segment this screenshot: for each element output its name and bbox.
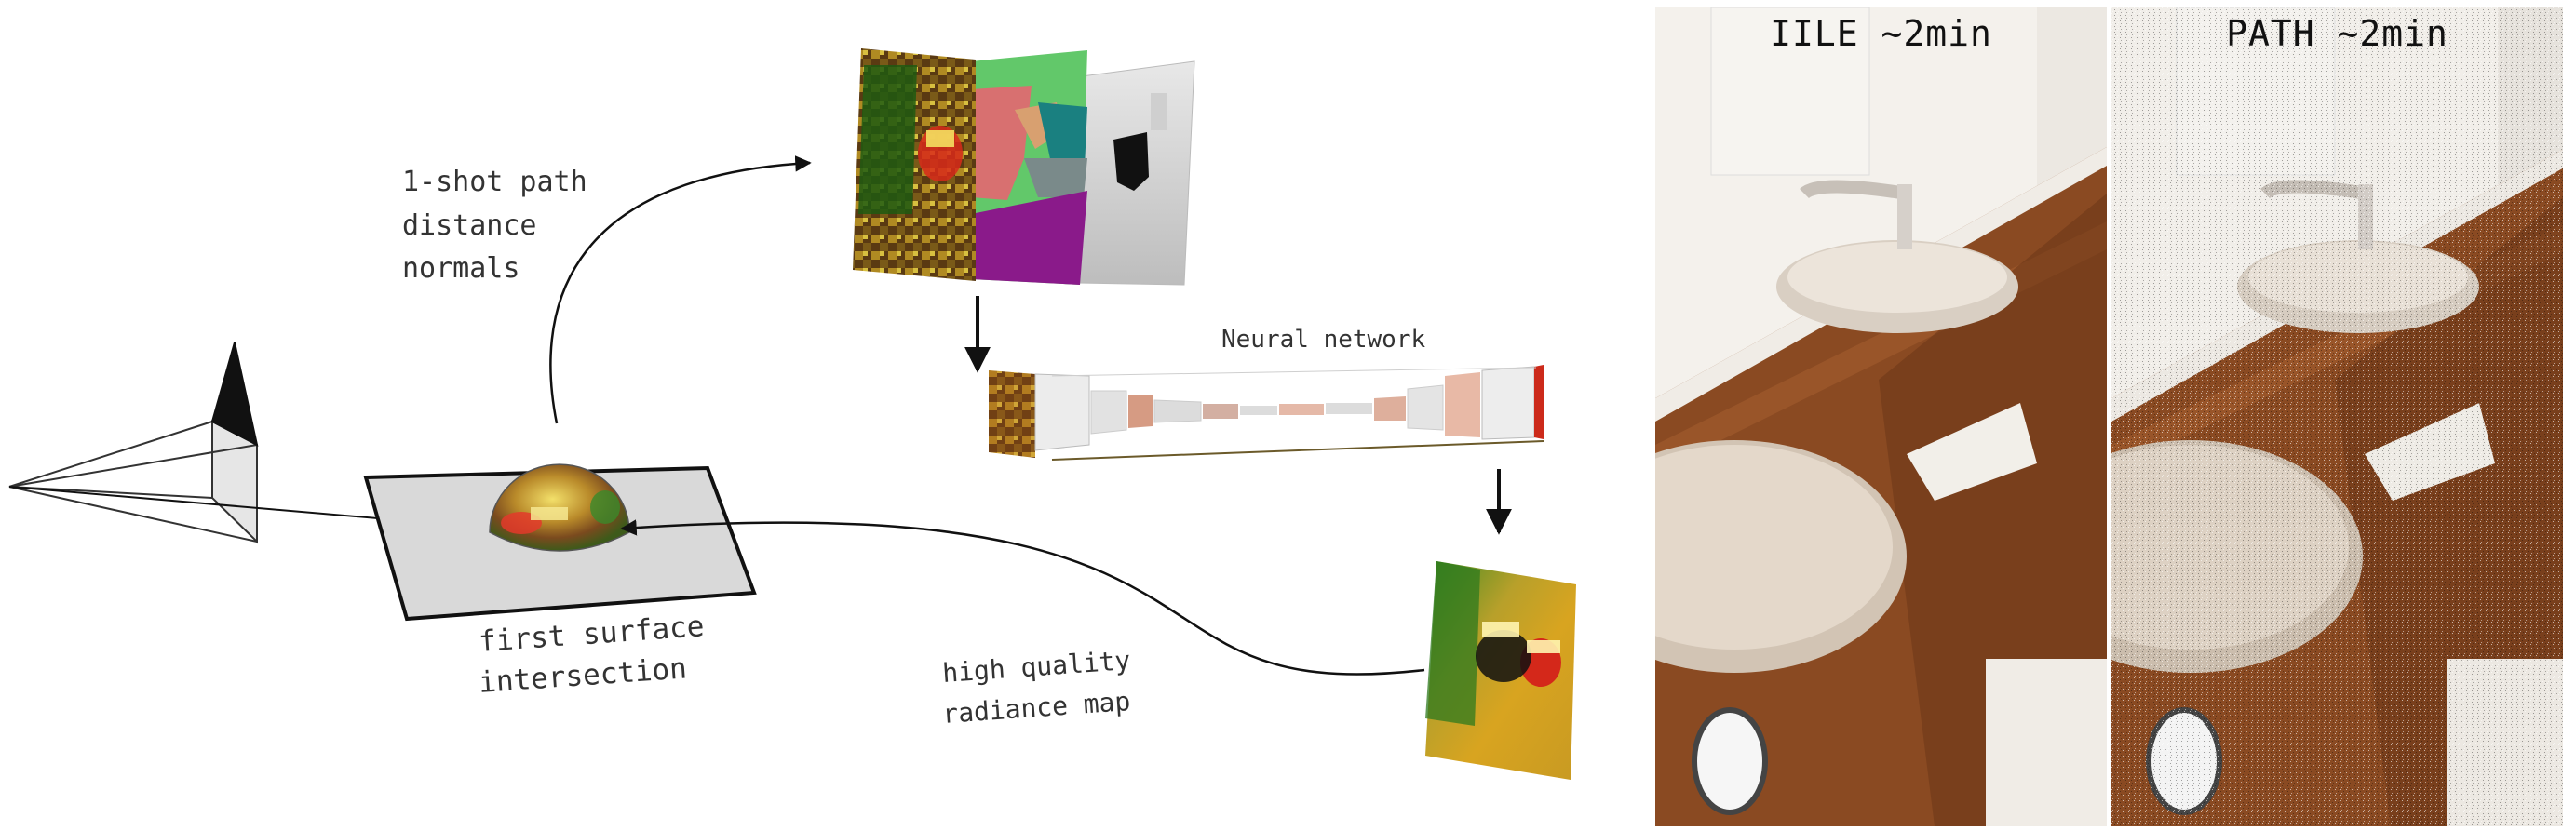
network-label: Neural network <box>1221 326 1425 354</box>
bathroom-render-iile <box>1655 7 2107 826</box>
surface-label: first surface intersection <box>478 610 706 700</box>
path-title: PATH ~2min <box>2226 13 2448 54</box>
svg-text:high quality: high quality <box>941 645 1131 689</box>
gbuffer-depth-image <box>1077 60 1195 286</box>
gbuffer-normals-image <box>971 50 1087 285</box>
gbuffer-arrow <box>549 155 812 424</box>
svg-text:distance: distance <box>402 209 537 242</box>
bathroom-render-path <box>2111 7 2563 826</box>
render-path: PATH ~2min <box>2111 7 2563 826</box>
svg-text:normals: normals <box>402 252 519 285</box>
svg-text:radiance map: radiance map <box>941 686 1131 730</box>
camera-up-marker <box>210 342 259 447</box>
svg-text:first surface: first surface <box>478 610 706 659</box>
gbuffer-radiance-image <box>853 48 976 281</box>
gbuffer-label: 1-shot path distance normals <box>402 166 587 285</box>
render-iile: IILE ~2min <box>1655 7 2107 826</box>
iile-title: IILE ~2min <box>1770 13 1992 54</box>
radiance-hemisphere <box>489 463 630 552</box>
radiance-return-arrow <box>620 519 1425 676</box>
neural-network-diagram <box>989 365 1544 461</box>
output-label: high quality radiance map <box>941 645 1131 730</box>
camera-frustum <box>8 342 259 544</box>
svg-text:intersection: intersection <box>478 651 688 700</box>
output-radiance-map <box>1425 561 1576 780</box>
svg-text:1-shot path: 1-shot path <box>402 166 587 198</box>
pipeline-diagram: 1-shot path distance normals Neural netw… <box>8 48 1576 780</box>
gbuffer-images <box>853 48 1195 286</box>
